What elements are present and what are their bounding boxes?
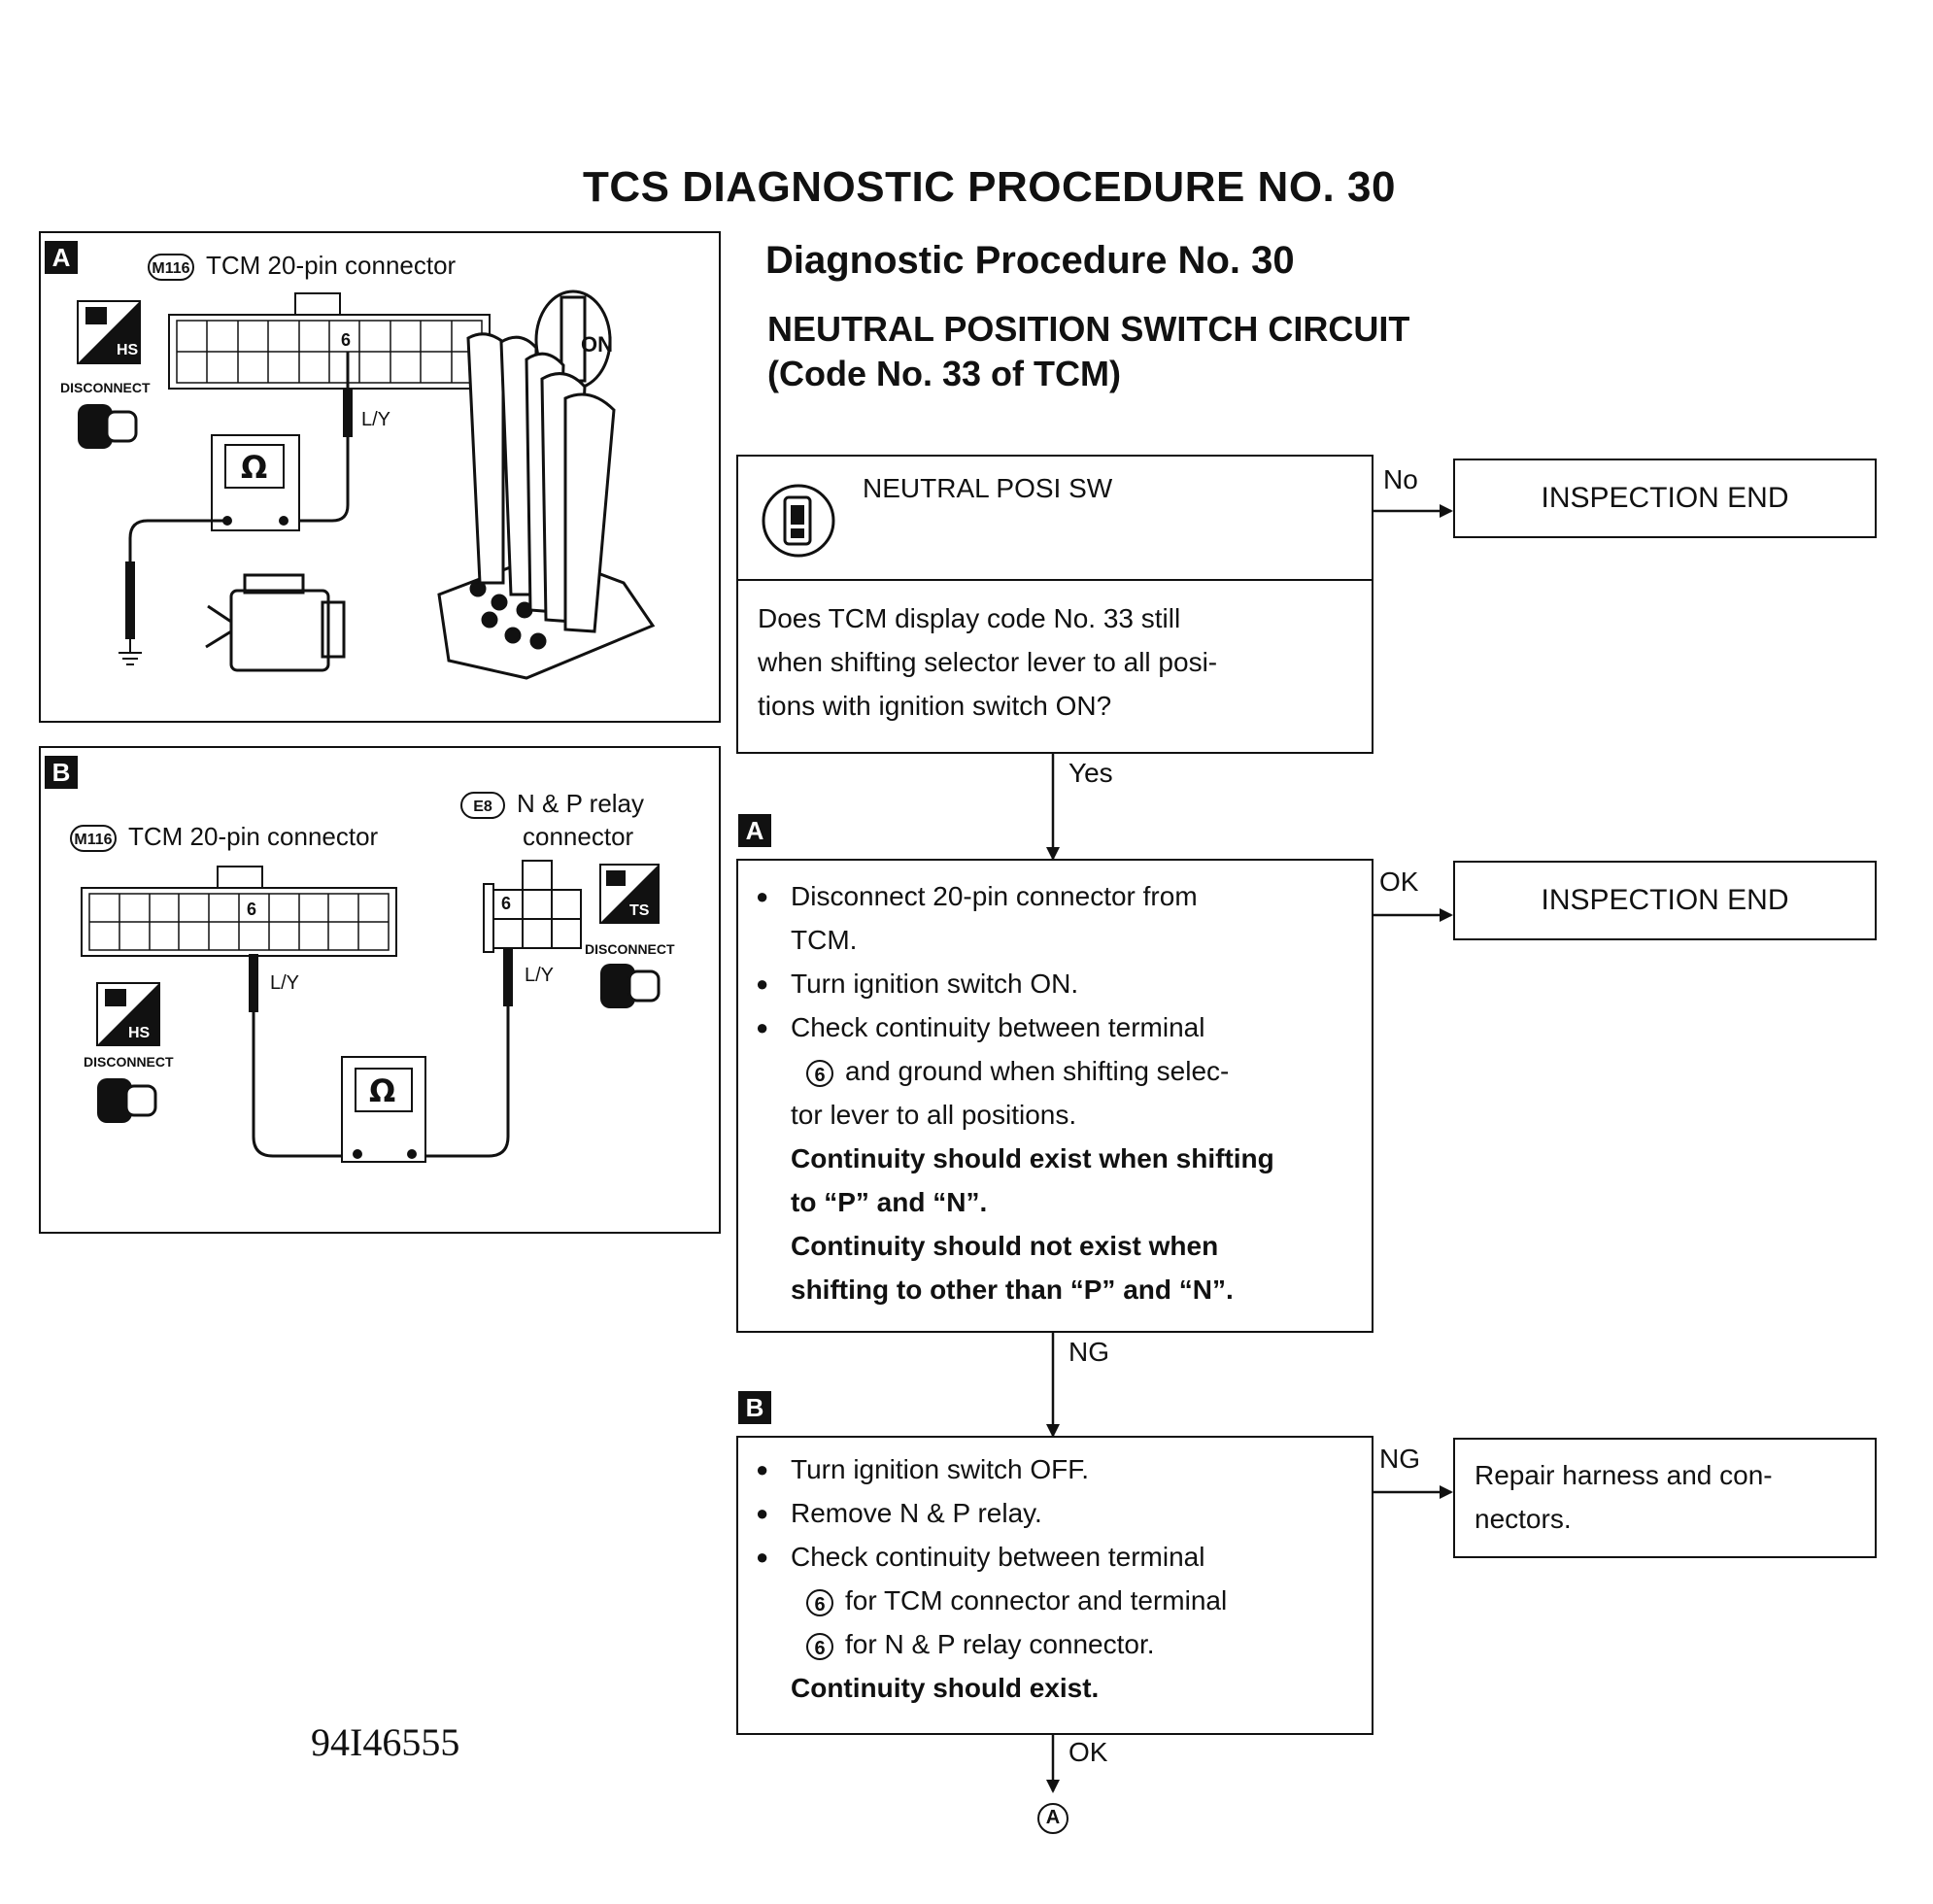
repair-box: Repair harness and con- nectors.	[1453, 1438, 1877, 1558]
step3-item3: Check continuity between terminal	[748, 1535, 1370, 1579]
pin-6-left: 6	[247, 900, 256, 919]
panel-a-connector-title: M116 TCM 20-pin connector	[148, 251, 457, 282]
ts-text: TS	[629, 902, 650, 919]
step2-spec1-line2: to “P” and “N”.	[791, 1187, 988, 1217]
step2-item1-cont: TCM.	[791, 925, 858, 955]
connector-label: TCM 20-pin connector	[206, 251, 457, 280]
disconnect-text-right: DISCONNECT	[585, 941, 675, 957]
wire-left-label: L/Y	[270, 972, 299, 994]
step1-question-line2: when shifting selector lever to all posi…	[758, 647, 1218, 677]
illustration-panel-b: B M116 TCM 20-pin connector E8 N & P relay…	[39, 746, 721, 1234]
figure-code: 94I46555	[311, 1720, 460, 1764]
step2-spec1-line1: Continuity should exist when shifting	[791, 1143, 1274, 1173]
continuation-connector-icon: A	[1037, 1803, 1068, 1834]
inspection-end-text-2: INSPECTION END	[1541, 884, 1789, 916]
hs-icon	[77, 300, 141, 364]
branch-ng-label-2: NG	[1379, 1444, 1420, 1474]
procedure-subtitle: Diagnostic Procedure No. 30	[765, 239, 1295, 282]
step1-heading: NEUTRAL POSI SW	[863, 473, 1113, 503]
inspection-end-text-1: INSPECTION END	[1541, 482, 1789, 514]
connector-code-badge: M116	[148, 254, 194, 282]
inspection-end-box-2: INSPECTION END	[1453, 861, 1877, 940]
panel-a-drawing: HS DISCONNECT 6 L/Y	[60, 289, 656, 680]
ohmmeter-icon	[211, 434, 300, 531]
engine-icon	[205, 573, 346, 672]
relay-label-1: N & P relay	[517, 789, 645, 818]
branch-no-label: No	[1383, 464, 1418, 494]
repair-line1: Repair harness and con-	[1475, 1460, 1773, 1490]
step2-item3-cont2: tor lever to all positions.	[791, 1100, 1077, 1130]
svg-text:ON: ON	[581, 332, 613, 357]
terminal-number-badge: 6	[806, 1588, 833, 1616]
step1-header: NEUTRAL POSI SW	[738, 457, 1372, 581]
connector-label: TCM 20-pin connector	[128, 822, 379, 851]
branch-ok-label-1: OK	[1379, 867, 1419, 897]
disconnect-text-left: DISCONNECT	[84, 1054, 174, 1070]
tcm-connector-drawing	[81, 866, 397, 957]
step2-spec2-line1: Continuity should not exist when	[791, 1231, 1219, 1261]
step2-item2: Turn ignition switch ON.	[748, 962, 1370, 1005]
wire-right-label: L/Y	[525, 965, 554, 986]
relay-connector-title: E8 N & P relay	[460, 789, 645, 820]
hs-text: HS	[117, 342, 139, 358]
circuit-title-line1: NEUTRAL POSITION SWITCH CIRCUIT	[767, 309, 1410, 349]
ts-icon	[599, 864, 660, 924]
step2-box: Disconnect 20-pin connector from TCM. Tu…	[736, 859, 1373, 1333]
relay-label-2: connector	[523, 822, 634, 851]
terminal-number-badge: 6	[806, 1632, 833, 1660]
branch-yes-label: Yes	[1068, 758, 1113, 788]
step3-item1: Turn ignition switch OFF.	[748, 1447, 1370, 1491]
ohm-symbol: Ω	[369, 1072, 395, 1109]
branch-ng-label-1: NG	[1068, 1337, 1109, 1367]
neutral-switch-icon	[762, 484, 835, 558]
selector-lever-icon	[437, 332, 656, 680]
connector-code-badge: M116	[70, 825, 117, 853]
panel-b-drawing: 6 L/Y 6 L/Y Ω HS DISCONNECT	[81, 860, 675, 1163]
wire-color-label: L/Y	[361, 409, 390, 430]
hs-text: HS	[128, 1025, 151, 1041]
step1-question-line3: tions with ignition switch ON?	[758, 691, 1112, 721]
relay-connector-drawing	[483, 860, 582, 953]
ground-icon	[119, 639, 142, 665]
tcm-connector-drawing	[168, 292, 491, 390]
step1-question-line1: Does TCM display code No. 33 still	[758, 603, 1181, 633]
step2-item3: Check continuity between terminal	[748, 1005, 1370, 1049]
terminal-number-badge: 6	[806, 1059, 833, 1087]
page-title: TCS DIAGNOSTIC PROCEDURE NO. 30	[583, 163, 1396, 211]
panel-b-connector-title: M116 TCM 20-pin connector	[70, 822, 379, 853]
panel-a-tag: A	[45, 241, 78, 274]
pin-6-label: 6	[341, 330, 351, 350]
repair-line2: nectors.	[1475, 1504, 1572, 1534]
step2-item1: Disconnect 20-pin connector from	[748, 874, 1370, 918]
ohm-symbol: Ω	[241, 449, 267, 486]
inspection-end-box-1: INSPECTION END	[1453, 459, 1877, 538]
illustration-panel-a: A M116 TCM 20-pin connector HS DISCONNECT	[39, 231, 721, 723]
step2-spec2-line2: shifting to other than “P” and “N”.	[791, 1275, 1234, 1305]
pin-6-right: 6	[501, 894, 511, 913]
step3-tag: B	[738, 1391, 771, 1424]
disconnect-plug-icon	[600, 964, 661, 1008]
step3-box: Turn ignition switch OFF. Remove N & P r…	[736, 1436, 1373, 1735]
disconnect-plug-icon	[78, 404, 138, 449]
ohmmeter-icon	[341, 1056, 426, 1163]
branch-ok-label-2: OK	[1068, 1737, 1108, 1767]
step1-box: NEUTRAL POSI SW Does TCM display code No…	[736, 455, 1373, 754]
step2-tag: A	[738, 814, 771, 847]
panel-b-tag: B	[45, 756, 78, 789]
disconnect-plug-icon	[97, 1078, 157, 1123]
hs-icon	[96, 982, 160, 1046]
relay-code-badge: E8	[460, 792, 505, 820]
step3-item2: Remove N & P relay.	[748, 1491, 1370, 1535]
disconnect-text: DISCONNECT	[60, 380, 151, 395]
step3-spec: Continuity should exist.	[791, 1673, 1100, 1703]
circuit-title-line2: (Code No. 33 of TCM)	[767, 354, 1121, 393]
